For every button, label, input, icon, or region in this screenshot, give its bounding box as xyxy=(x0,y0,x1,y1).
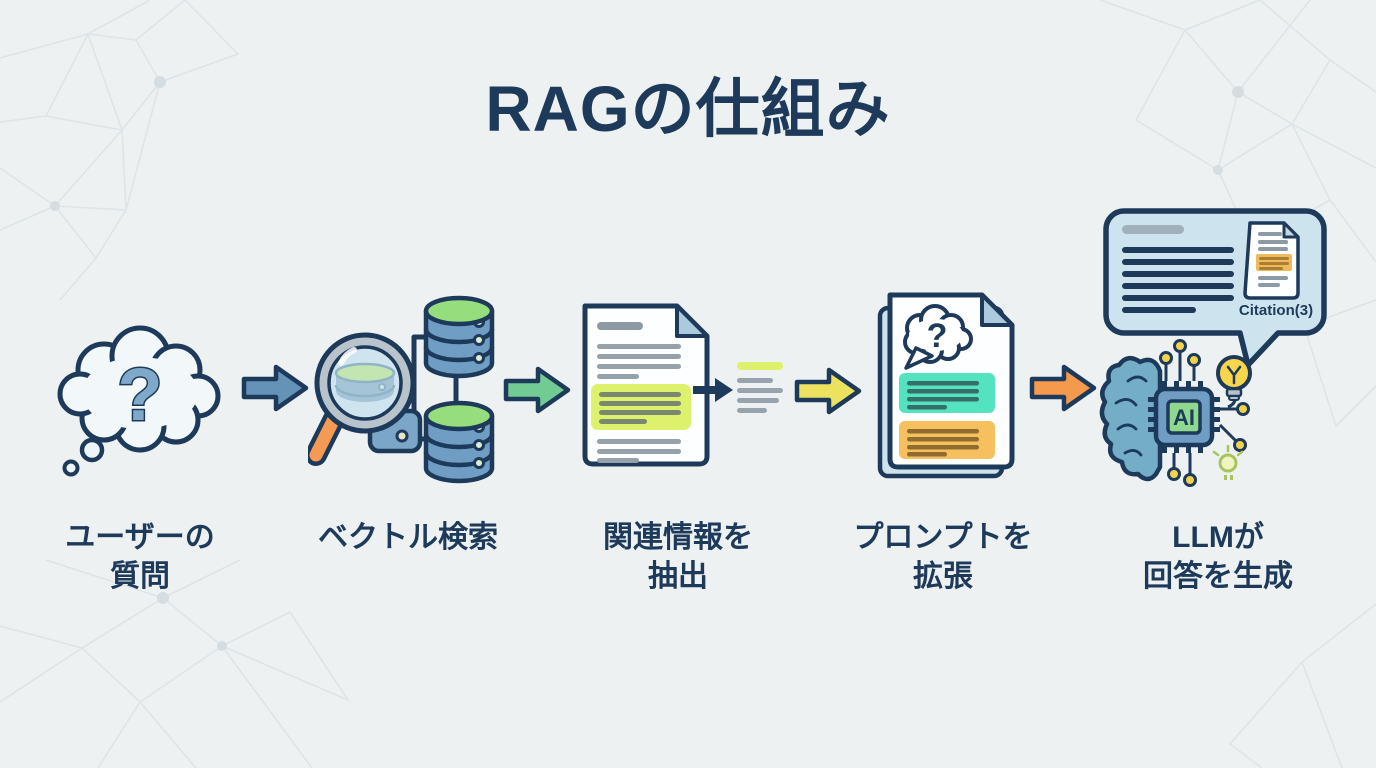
arrow-shape xyxy=(503,366,571,414)
glow-bulb-icon xyxy=(1212,444,1244,480)
database-top-icon xyxy=(423,295,495,379)
question-mark-text: ? xyxy=(117,353,162,436)
brain-ai-chip-icon: Citation(3) AI xyxy=(1099,208,1327,487)
citation-label: Citation(3) xyxy=(1239,302,1313,319)
answer-text-lines xyxy=(1122,247,1234,313)
step-label-llm-answer: LLMが 回答を生成 xyxy=(1143,521,1293,593)
thought-bubble-question-icon: ? xyxy=(57,325,221,477)
step-label-augment-prompt: プロンプトを 拡張 xyxy=(853,521,1033,593)
arrow-shape xyxy=(794,367,862,415)
arrow-shape xyxy=(1029,364,1097,412)
folded-corner xyxy=(675,304,709,338)
flow-arrow-icon xyxy=(1029,364,1097,412)
magnifier-icon xyxy=(308,332,416,466)
ai-chip-label: AI xyxy=(1173,405,1195,430)
document-text-lines xyxy=(597,344,681,379)
circuit-traces xyxy=(1164,351,1238,475)
step-label-extract-info: 関連情報を 抽出 xyxy=(603,521,753,593)
folded-corner xyxy=(980,293,1014,327)
flow-arrow-icon xyxy=(794,367,862,415)
lightbulb-icon xyxy=(1216,355,1252,401)
circuit-nodes xyxy=(1159,339,1250,487)
page-title: RAGの仕組み xyxy=(485,73,891,145)
question-bubble-icon: ? xyxy=(903,304,973,370)
chip-pins xyxy=(1148,381,1220,453)
extract-arrow-icon xyxy=(693,378,733,402)
magnifier-databases-icon xyxy=(308,295,495,484)
database-bottom-icon xyxy=(423,400,495,484)
extracted-snippet xyxy=(737,362,783,413)
document-highlight-extract-icon xyxy=(582,303,783,467)
prompt-document-icon: ? xyxy=(877,292,1015,479)
question-mark-text: ? xyxy=(927,317,948,355)
step-label-vector-search: ベクトル検索 xyxy=(318,521,498,554)
flow-arrow-icon xyxy=(503,366,571,414)
brain-icon xyxy=(1099,355,1163,482)
citation-document-icon xyxy=(1243,221,1300,300)
arrow-shape xyxy=(241,364,309,412)
step-label-user-question: ユーザーの 質問 xyxy=(65,521,215,593)
flow-arrow-icon xyxy=(241,364,309,412)
